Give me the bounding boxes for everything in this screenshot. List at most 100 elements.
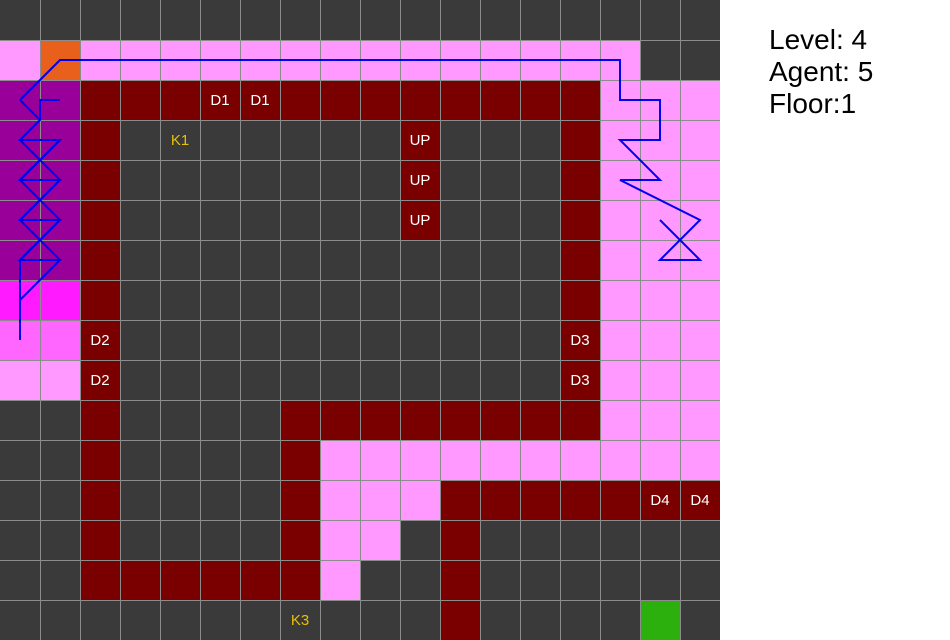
- floor-cell: [161, 321, 200, 360]
- wall-cell: [161, 561, 200, 600]
- wall-cell: [561, 361, 600, 400]
- floor-cell: [241, 601, 280, 640]
- wall-cell: [81, 481, 120, 520]
- explored-cell: [321, 41, 360, 80]
- floor-cell: [161, 361, 200, 400]
- wall-cell: [561, 401, 600, 440]
- floor-cell: [241, 441, 280, 480]
- explored-cell: [641, 241, 680, 280]
- wall-cell: [401, 121, 440, 160]
- wall-cell: [561, 201, 600, 240]
- wall-cell: [521, 481, 560, 520]
- wall-cell: [441, 481, 480, 520]
- floor-indicator: Floor:1: [769, 88, 857, 119]
- floor-cell: [361, 281, 400, 320]
- wall-cell: [281, 561, 320, 600]
- floor-cell: [241, 161, 280, 200]
- floor-cell: [641, 0, 680, 40]
- floor-cell: [121, 481, 160, 520]
- floor-cell: [0, 601, 40, 640]
- floor-cell: [201, 161, 240, 200]
- floor-cell: [681, 41, 720, 80]
- wall-cell: [441, 81, 480, 120]
- floor-cell: [401, 0, 440, 40]
- floor-cell: [0, 561, 40, 600]
- floor-cell: [241, 121, 280, 160]
- floor-cell: [201, 601, 240, 640]
- explored-cell: [641, 161, 680, 200]
- floor-cell: [161, 521, 200, 560]
- wall-cell: [561, 81, 600, 120]
- visited-cell: [41, 81, 80, 120]
- floor-cell: [161, 161, 200, 200]
- floor-cell: [121, 0, 160, 40]
- explored-cell: [601, 321, 640, 360]
- floor-cell: [41, 521, 80, 560]
- explored-cell: [681, 241, 720, 280]
- floor-cell: [481, 161, 520, 200]
- floor-cell: [121, 201, 160, 240]
- floor-cell: [121, 281, 160, 320]
- floor-cell: [481, 521, 520, 560]
- explored-cell: [601, 161, 640, 200]
- floor-cell: [561, 561, 600, 600]
- wall-cell: [521, 401, 560, 440]
- wall-cell: [81, 361, 120, 400]
- floor-cell: [681, 561, 720, 600]
- explored-cell: [641, 201, 680, 240]
- floor-cell: [681, 601, 720, 640]
- floor-cell: [121, 521, 160, 560]
- floor-cell: [521, 0, 560, 40]
- explored-cell: [161, 41, 200, 80]
- floor-cell: [201, 441, 240, 480]
- floor-cell: [481, 241, 520, 280]
- wall-cell: [81, 201, 120, 240]
- wall-cell: [281, 441, 320, 480]
- floor-cell: [201, 121, 240, 160]
- floor-cell: [321, 201, 360, 240]
- wall-cell: [81, 121, 120, 160]
- floor-cell: [481, 121, 520, 160]
- floor-cell: [161, 0, 200, 40]
- floor-cell: [241, 401, 280, 440]
- floor-cell: [561, 521, 600, 560]
- explored-cell: [321, 441, 360, 480]
- floor-cell: [0, 0, 40, 40]
- floor-cell: [121, 361, 160, 400]
- wall-cell: [81, 161, 120, 200]
- explored-cell: [361, 41, 400, 80]
- floor-cell: [401, 241, 440, 280]
- floor-cell: [241, 0, 280, 40]
- floor-cell: [201, 521, 240, 560]
- explored-cell: [401, 481, 440, 520]
- wall-cell: [241, 561, 280, 600]
- explored-cell: [241, 41, 280, 80]
- floor-cell: [481, 561, 520, 600]
- wall-cell: [121, 561, 160, 600]
- floor-cell: [0, 521, 40, 560]
- wall-cell: [161, 81, 200, 120]
- floor-cell: [441, 241, 480, 280]
- explored-cell: [681, 401, 720, 440]
- explored-cell: [41, 361, 80, 400]
- floor-cell: [401, 601, 440, 640]
- visited-cell: [41, 241, 80, 280]
- floor-cell: [521, 561, 560, 600]
- wall-cell: [441, 561, 480, 600]
- floor-cell: [441, 201, 480, 240]
- wall-cell: [401, 161, 440, 200]
- floor-cell: [161, 481, 200, 520]
- floor-cell: [321, 361, 360, 400]
- floor-cell: [281, 321, 320, 360]
- wall-cell: [561, 121, 600, 160]
- wall-cell: [81, 281, 120, 320]
- floor-cell: [601, 0, 640, 40]
- wall-cell: [441, 521, 480, 560]
- explored-cell: [601, 81, 640, 120]
- visited-cell: [0, 201, 40, 240]
- explored-cell: [601, 401, 640, 440]
- floor-cell: [521, 281, 560, 320]
- floor-cell: [161, 401, 200, 440]
- floor-cell: [481, 281, 520, 320]
